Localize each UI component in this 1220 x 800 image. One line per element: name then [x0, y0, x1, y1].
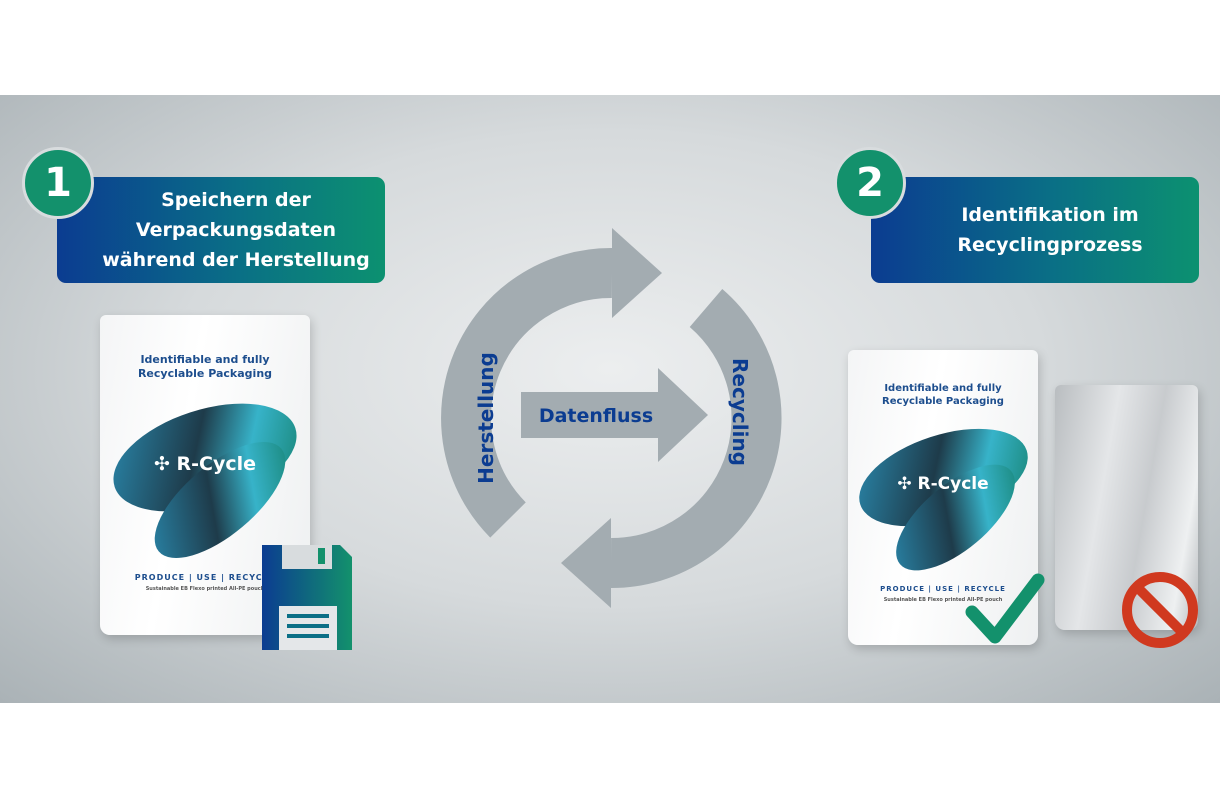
- pouch-footer: PRODUCE | USE | RECYCLE: [134, 573, 276, 582]
- prohibited-icon: [1122, 572, 1198, 648]
- unidentified-pouch: [1055, 385, 1198, 630]
- pouch-headline: Identifiable and fully Recyclable Packag…: [882, 383, 1004, 407]
- step2-badge: 2: [834, 147, 906, 219]
- brand-row: ✣ R-Cycle: [848, 474, 1038, 494]
- arrow-herstellung-head: [612, 228, 662, 318]
- arrow-herstellung: [441, 247, 613, 538]
- pouch-brand: R-Cycle: [176, 453, 257, 475]
- brand-row: ✣ R-Cycle: [100, 453, 310, 475]
- r-cycle-pouch-identified: Identifiable and fully Recyclable Packag…: [848, 350, 1038, 645]
- arrow-recycling: [610, 289, 782, 589]
- pouch-headline: Identifiable and fully Recyclable Packag…: [137, 353, 273, 380]
- pouch-subline: Sustainable EB Flexo printed All-PE pouc…: [883, 597, 1003, 603]
- pouch-subline: Sustainable EB Flexo printed All-PE pouc…: [145, 586, 265, 592]
- pouch-brand: R-Cycle: [917, 474, 989, 494]
- label-recycling: Recycling: [728, 358, 752, 466]
- step1-title: Speichern der Verpackungsdaten während d…: [57, 177, 385, 283]
- step2-title: Identifikation im Recyclingprozess: [871, 177, 1199, 283]
- label-datenfluss: Datenfluss: [539, 405, 653, 427]
- arrow-datenfluss: [521, 368, 708, 462]
- step1-badge: 1: [22, 147, 94, 219]
- label-herstellung: Herstellung: [474, 352, 498, 484]
- r-cycle-logo-icon: ✣: [153, 453, 177, 475]
- pouch-footer: PRODUCE | USE | RECYCLE: [880, 585, 1006, 593]
- checkmark-icon: [965, 573, 1045, 644]
- r-cycle-logo-icon: ✣: [897, 474, 918, 494]
- arrow-recycling-head: [561, 518, 611, 608]
